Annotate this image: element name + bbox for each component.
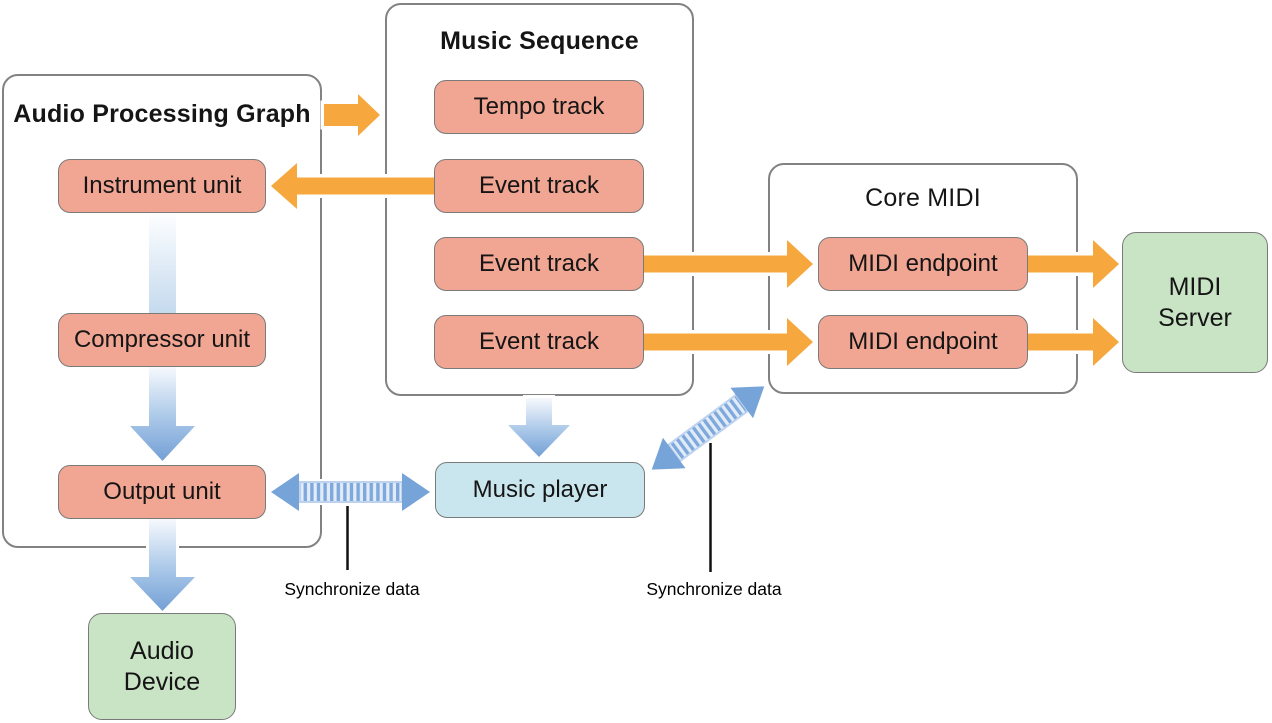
node-music-player: Music player [435,462,645,518]
node-label: Compressor unit [73,326,251,353]
node-midi-endpoint-2: MIDI endpoint [818,315,1028,369]
node-label-line2: Server [1158,303,1232,332]
core-midi-title: Core MIDI [865,184,981,212]
sync-data-label-left: Synchronize data [284,579,420,599]
node-label-line1: Audio [130,636,194,665]
node-midi-server: MIDI Server [1122,232,1268,373]
node-midi-endpoint-1: MIDI endpoint [818,237,1028,291]
node-label: Event track [478,250,600,277]
arrow-sequence-to-player [500,395,578,462]
node-label: Output unit [103,478,221,505]
node-tempo-track: Tempo track [434,80,644,134]
arrow-graph-to-sequence [320,85,386,145]
node-label: Tempo track [473,93,605,120]
music-sequence-title: Music Sequence [440,27,639,55]
sync-data-label-right: Synchronize data [646,579,782,599]
node-audio-device: Audio Device [88,613,236,720]
node-label-line2: Device [123,667,201,696]
node-instrument-unit: Instrument unit [58,159,266,213]
node-label: Instrument unit [82,172,242,199]
node-label: Music player [472,476,608,503]
node-output-unit: Output unit [58,465,266,519]
audio-processing-graph-title: Audio Processing Graph [13,100,311,128]
node-label-line1: MIDI [1168,272,1222,301]
node-label: MIDI endpoint [848,328,998,355]
node-label: Event track [478,172,600,199]
node-label: MIDI endpoint [848,250,998,277]
node-event-track-3: Event track [434,315,644,369]
node-label: Event track [478,328,600,355]
node-compressor-unit: Compressor unit [58,313,266,367]
node-event-track-2: Event track [434,237,644,291]
node-event-track-1: Event track [434,159,644,213]
